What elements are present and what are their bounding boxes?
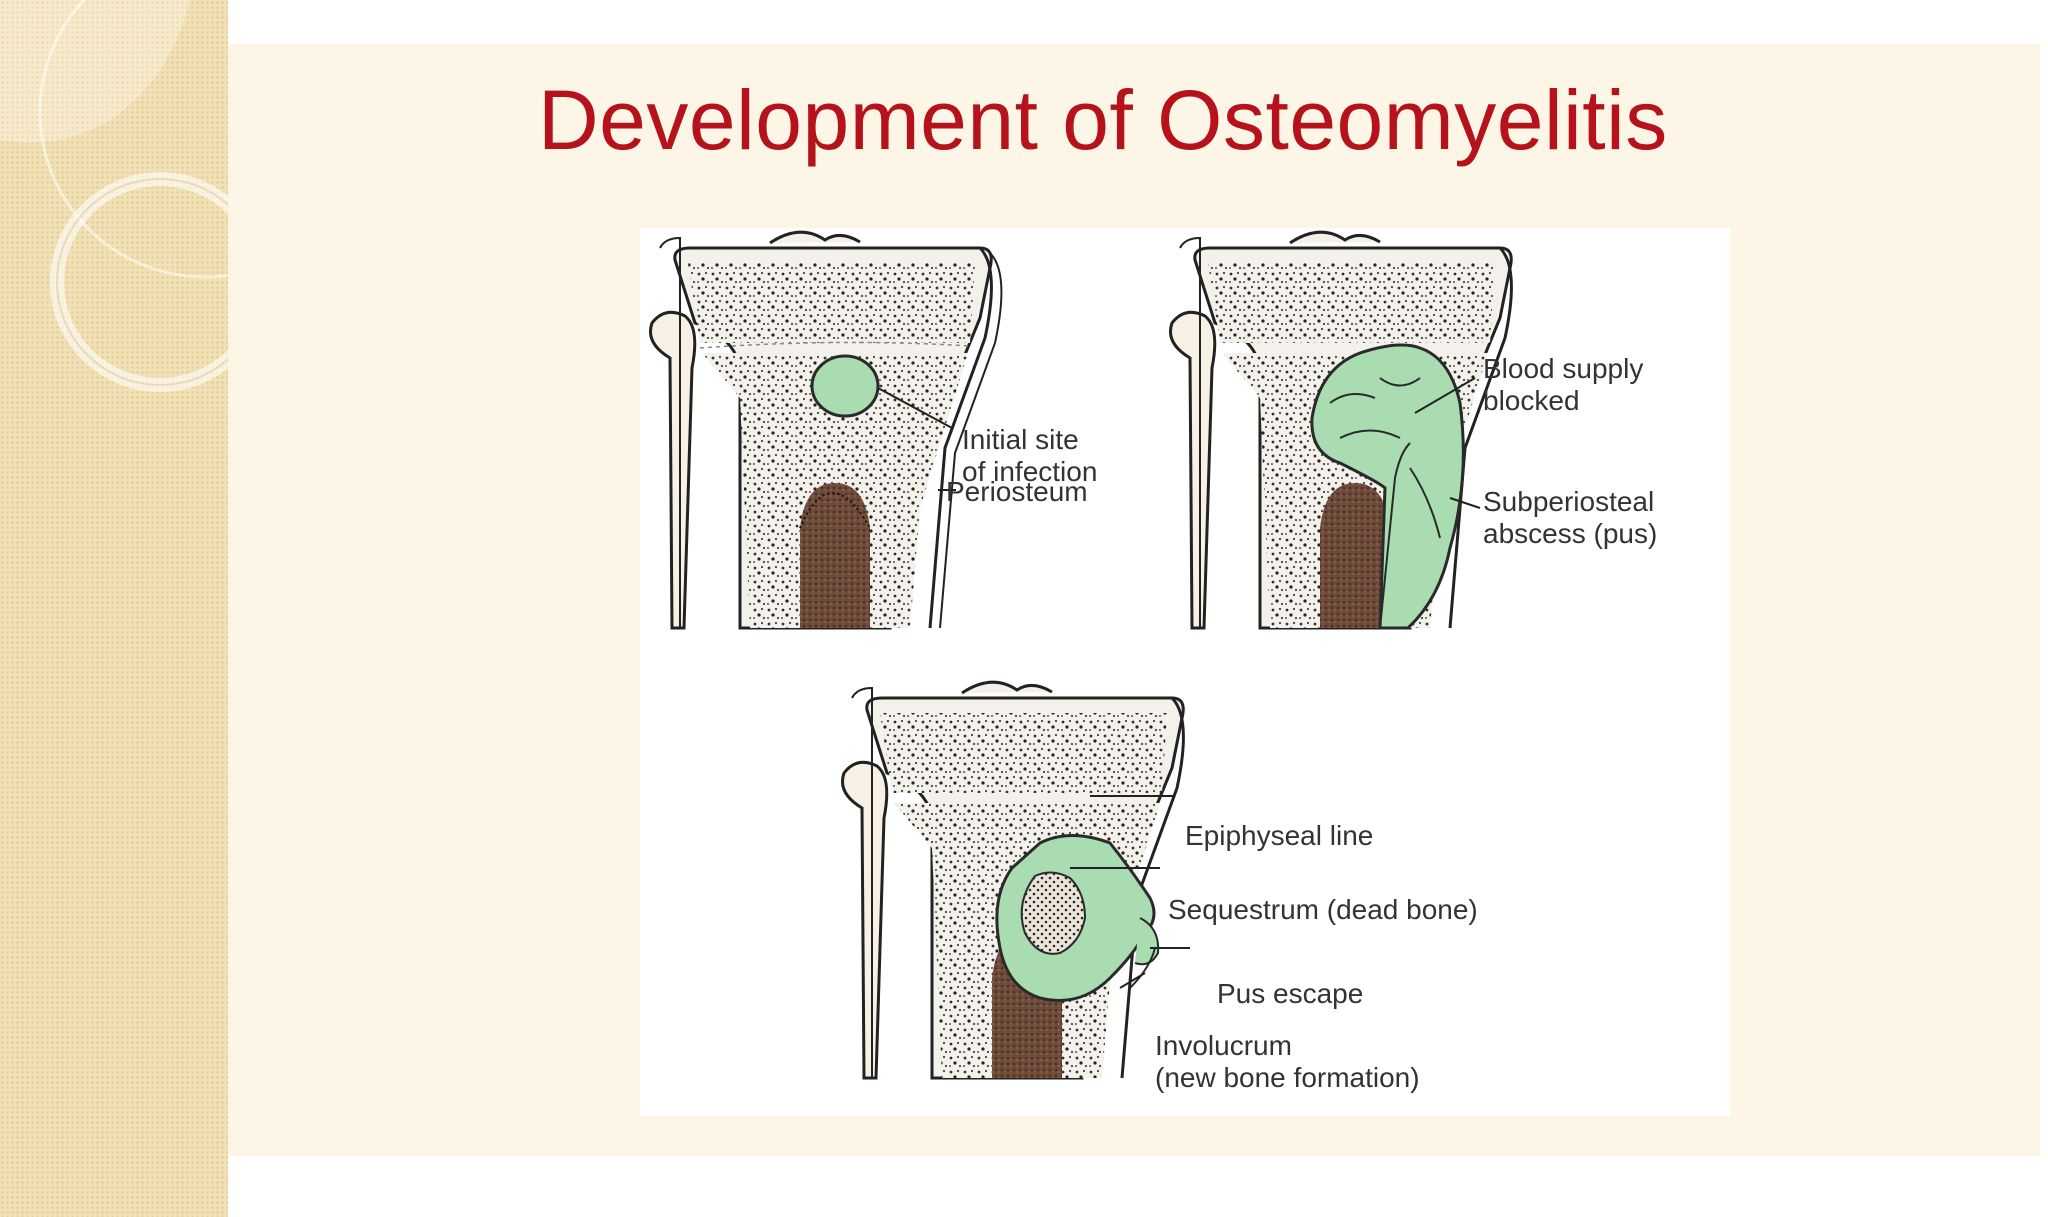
decorative-rings [0, 0, 260, 392]
sidebar-panel [0, 0, 228, 1217]
slide-canvas: Development of Osteomyelitis [228, 44, 2040, 1156]
panel-abscess [1169, 230, 1513, 630]
panel-sequestrum [841, 680, 1190, 1080]
panel-initial-infection [649, 230, 1003, 630]
label-epiphyseal-line: Epiphyseal line [1185, 820, 1374, 851]
label-periosteum: Periosteum [946, 476, 1088, 507]
label-involucrum: Involucrum(new bone formation) [1155, 1030, 1420, 1093]
slide-title: Development of Osteomyelitis [538, 73, 1668, 167]
label-sequestrum: Sequestrum (dead bone) [1168, 894, 1478, 925]
label-pus-escape: Pus escape [1217, 978, 1364, 1009]
